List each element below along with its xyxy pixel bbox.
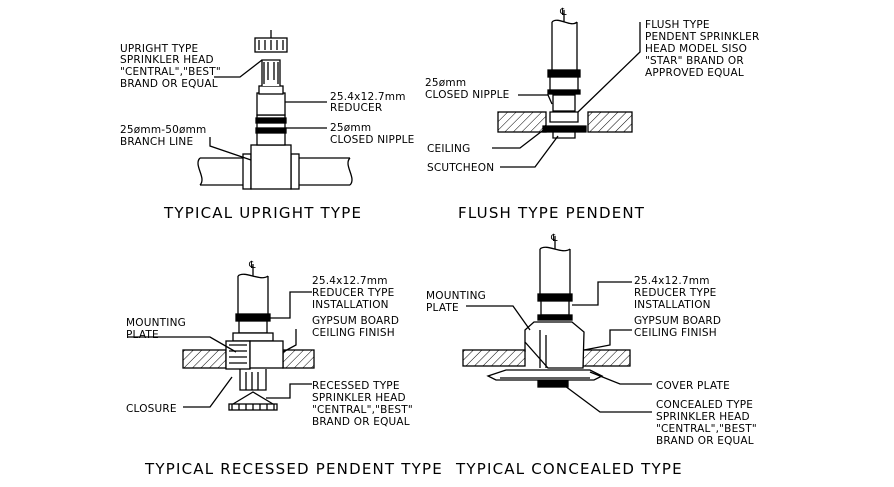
recessed-labels: 25.4x12.7mm REDUCER TYPE INSTALLATION MO…: [126, 275, 443, 478]
upright-branch-label-2: BRANCH LINE: [120, 136, 193, 148]
concealed-reducer-label-1: 25.4x12.7mm: [634, 275, 710, 287]
upright-head-label-4: BRAND OR EQUAL: [120, 78, 218, 90]
flush-nipple-label-1: 25ømm: [425, 77, 466, 89]
flush-title: FLUSH TYPE PENDENT: [458, 204, 645, 222]
upright-title: TYPICAL UPRIGHT TYPE: [163, 204, 362, 222]
flush-head-label-2: PENDENT SPRINKLER: [645, 31, 759, 43]
concealed-detail: [462, 236, 652, 413]
concealed-gypsum-label-2: CEILING FINISH: [634, 327, 717, 339]
concealed-reducer-label-2: REDUCER TYPE: [634, 287, 717, 299]
recessed-reducer-label-3: INSTALLATION: [312, 299, 389, 311]
flush-detail: [492, 10, 641, 168]
concealed-mounting-label-2: PLATE: [426, 302, 459, 314]
concealed-labels: MOUNTING PLATE 25.4x12.7mm REDUCER TYPE …: [426, 275, 757, 478]
recessed-gypsum-label-1: GYPSUM BOARD: [312, 315, 399, 327]
upright-head-label-3: "CENTRAL","BEST": [120, 66, 221, 78]
recessed-head-label-3: "CENTRAL","BEST": [312, 404, 413, 416]
concealed-head-label-2: SPRINKLER HEAD: [656, 411, 750, 423]
flush-head-label-1: FLUSH TYPE: [645, 19, 710, 31]
concealed-cover-label: COVER PLATE: [656, 380, 730, 392]
centerline-mark: ℄: [559, 7, 567, 18]
upright-detail: [197, 30, 353, 190]
recessed-gypsum-label-2: CEILING FINISH: [312, 327, 395, 339]
concealed-gypsum-label-1: GYPSUM BOARD: [634, 315, 721, 327]
centerline-mark: ℄: [550, 233, 558, 244]
flush-scutcheon-label: SCUTCHEON: [427, 162, 494, 174]
upright-head-label-2: SPRINKLER HEAD: [120, 54, 214, 66]
recessed-reducer-label-1: 25.4x12.7mm: [312, 275, 388, 287]
concealed-head-label-1: CONCEALED TYPE: [656, 399, 753, 411]
recessed-closure-label: CLOSURE: [126, 403, 177, 415]
concealed-head-label-3: "CENTRAL","BEST": [656, 423, 757, 435]
flush-head-label-4: "STAR" BRAND OR: [645, 55, 744, 67]
concealed-head-label-4: BRAND OR EQUAL: [656, 435, 754, 447]
concealed-title: TYPICAL CONCEALED TYPE: [455, 460, 683, 478]
flush-head-label-3: HEAD MODEL SISO: [645, 43, 747, 55]
recessed-head-label-1: RECESSED TYPE: [312, 380, 400, 392]
recessed-reducer-label-2: REDUCER TYPE: [312, 287, 395, 299]
upright-reducer-label-1: 25.4x12.7mm: [330, 91, 406, 103]
flush-labels: FLUSH TYPE PENDENT SPRINKLER HEAD MODEL …: [425, 19, 759, 222]
centerline-mark: ℄: [248, 260, 256, 271]
recessed-head-label-2: SPRINKLER HEAD: [312, 392, 406, 404]
concealed-mounting-label-1: MOUNTING: [426, 290, 486, 302]
flush-head-label-5: APPROVED EQUAL: [645, 67, 744, 79]
recessed-detail: [128, 264, 315, 411]
upright-labels: UPRIGHT TYPE SPRINKLER HEAD "CENTRAL","B…: [120, 43, 415, 222]
recessed-mounting-label-2: PLATE: [126, 329, 159, 341]
upright-branch-label-1: 25ømm-50ømm: [120, 124, 206, 136]
recessed-title: TYPICAL RECESSED PENDENT TYPE: [144, 460, 443, 478]
upright-nipple-label-2: CLOSED NIPPLE: [330, 134, 415, 146]
upright-nipple-label-1: 25ømm: [330, 122, 371, 134]
recessed-mounting-label-1: MOUNTING: [126, 317, 186, 329]
flush-ceiling-label: CEILING: [427, 143, 470, 155]
recessed-head-label-4: BRAND OR EQUAL: [312, 416, 410, 428]
upright-reducer-label-2: REDUCER: [330, 102, 382, 114]
centerline-marks: ℄ ℄ ℄: [248, 7, 567, 271]
concealed-reducer-label-3: INSTALLATION: [634, 299, 711, 311]
upright-head-label-1: UPRIGHT TYPE: [120, 43, 198, 55]
flush-nipple-label-2: CLOSED NIPPLE: [425, 89, 510, 101]
